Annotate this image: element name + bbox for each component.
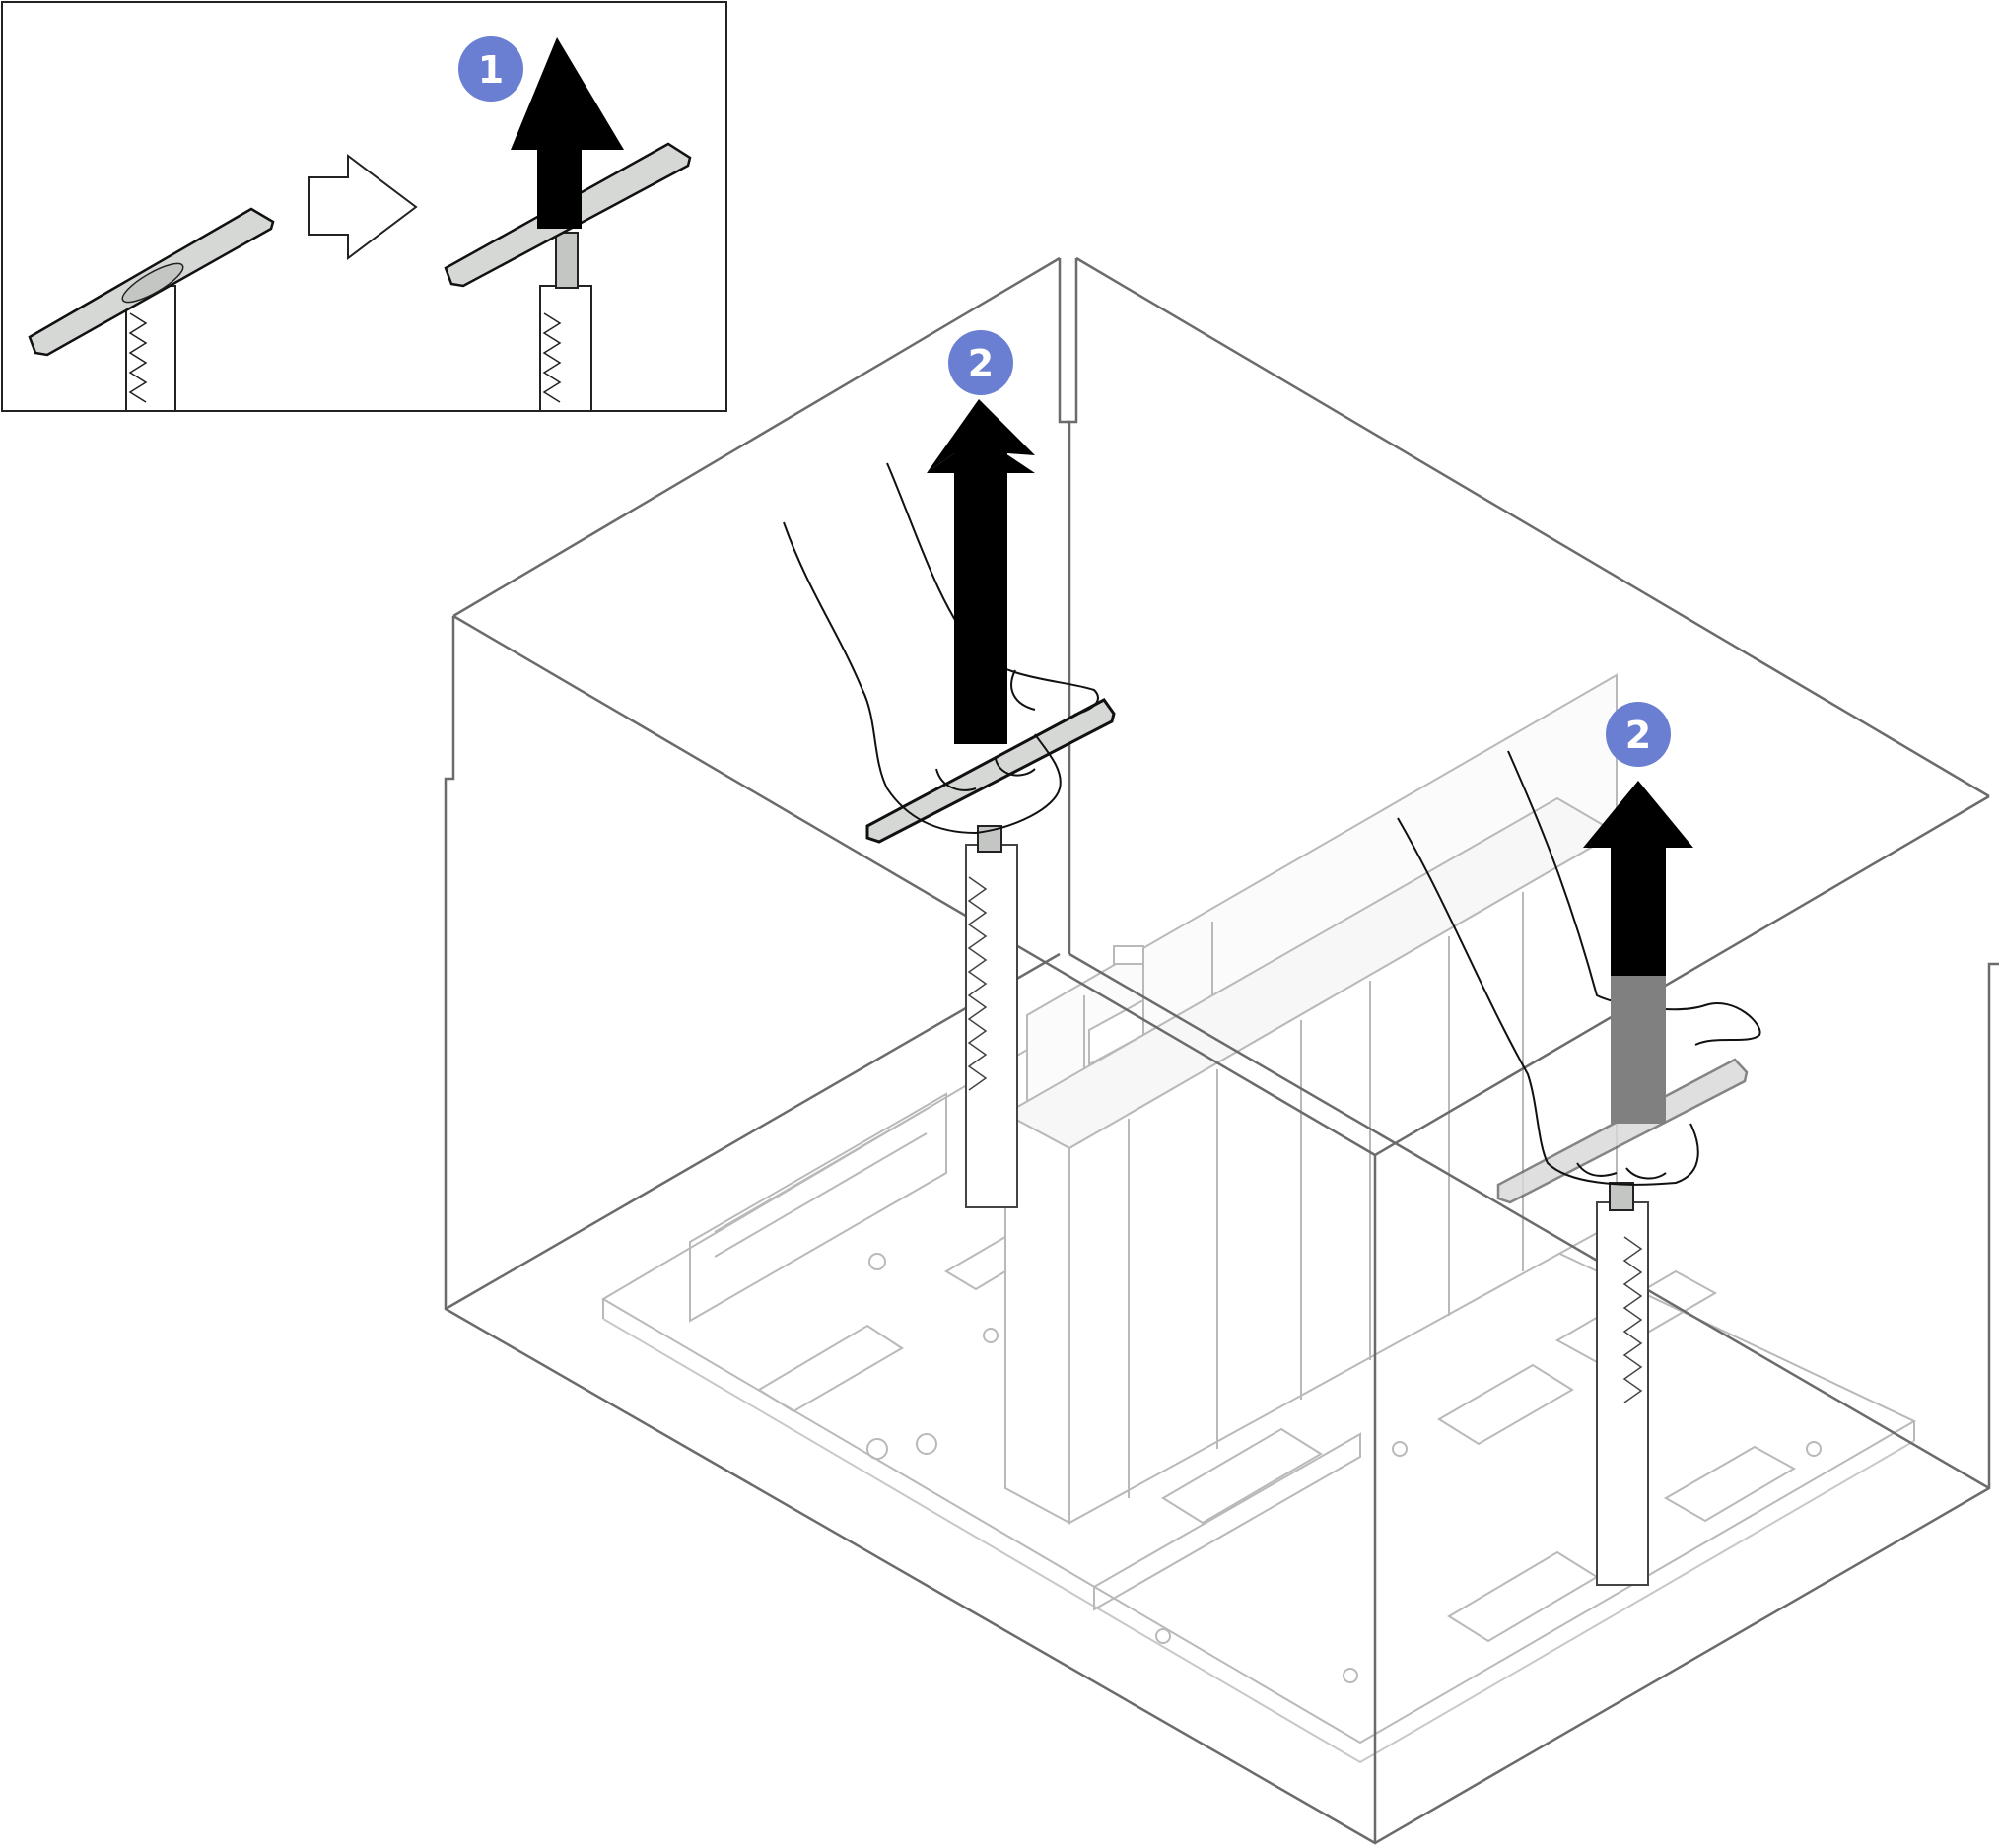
handle-shaft-left [965, 844, 1018, 1208]
inset-handle-shaft-right [539, 285, 592, 412]
inset-zigzag-left [128, 312, 148, 403]
handle-pin-right [1609, 1182, 1634, 1211]
up-arrow-icon [927, 399, 1035, 744]
callout-label: 2 [1625, 714, 1651, 757]
gpu-modules [1002, 673, 1619, 1525]
enclosure-front [444, 614, 1999, 1845]
up-arrow-icon [511, 37, 624, 229]
hand-right [1397, 750, 1761, 1186]
callout-step-2-left: 2 [948, 330, 1013, 395]
handle-shaft-right [1596, 1201, 1649, 1586]
hand-left [783, 462, 1099, 835]
callout-label: 2 [968, 342, 994, 385]
numbered-callout-icon [1606, 702, 1671, 767]
release-handle-right [1397, 750, 1761, 1586]
numbered-callout-icon [458, 36, 523, 102]
inset-panel: 1 [1, 1, 727, 412]
up-arrow-fade [1611, 976, 1666, 1124]
inset-zigzag-right [542, 312, 562, 403]
inset-handle-grip-left [121, 262, 184, 304]
inset-handle-lowered [28, 207, 275, 412]
handle-bar-left [865, 698, 1116, 844]
rear-heatsink [689, 1092, 947, 1323]
handle-zigzag-right [1622, 1236, 1643, 1403]
release-handle-left [783, 462, 1116, 1208]
callout-step-1: 1 [458, 36, 523, 102]
numbered-callout-icon [948, 330, 1013, 395]
faded-lift-arrow-right [1583, 781, 1693, 1124]
enclosure-back [452, 256, 1990, 954]
callout-step-2-right: 2 [1606, 702, 1671, 767]
handle-bar-right [1496, 1058, 1749, 1204]
outline-right-arrow-icon [308, 153, 418, 261]
inset-release-pin [555, 232, 579, 289]
callout-label: 1 [478, 48, 504, 92]
handle-zigzag-left [967, 876, 988, 1091]
main-scene: 2 2 [444, 256, 1999, 1845]
